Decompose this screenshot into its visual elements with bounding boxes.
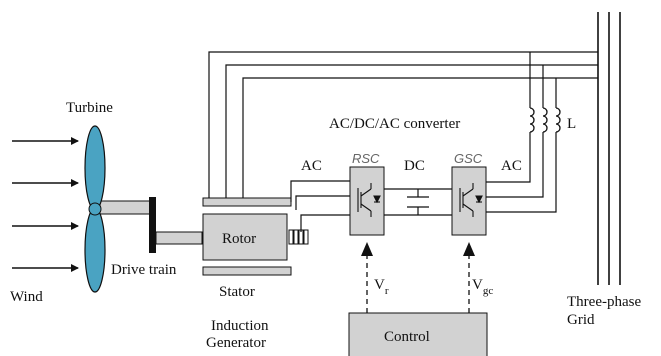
rsc-block — [349, 166, 385, 236]
gsc-label: GSC — [454, 151, 483, 166]
turbine-shaft — [99, 200, 151, 215]
stator-grid-lines — [208, 51, 598, 198]
stator-label: Stator — [219, 284, 255, 300]
three-phase-label: Three-phase — [567, 294, 641, 310]
gearbox-plate — [149, 197, 156, 253]
ac-left-label: AC — [301, 158, 322, 174]
generator-label: Generator — [206, 335, 266, 351]
control-label: Control — [384, 329, 430, 345]
turbine-blade-upper — [84, 125, 106, 211]
turbine-blade-lower — [84, 207, 106, 293]
gsc-grid-lines — [486, 52, 557, 213]
vr-label: Vr — [374, 277, 389, 297]
turbine-hub — [88, 202, 102, 216]
control-block — [348, 312, 488, 356]
turbine-label: Turbine — [66, 100, 113, 116]
stator-top — [202, 197, 292, 207]
vgc-label: Vgc — [472, 277, 493, 297]
vgc-arrowhead — [463, 242, 475, 256]
control-signals — [366, 254, 470, 313]
dc-link — [384, 188, 452, 216]
grid-bus — [597, 12, 621, 285]
induction-label: Induction — [211, 318, 269, 334]
rsc-igbt-icon — [357, 183, 381, 217]
rotor-rsc-lines — [290, 180, 350, 232]
wind-label: Wind — [10, 289, 43, 305]
rsc-label: RSC — [352, 151, 380, 166]
drive-train-label: Drive train — [111, 262, 177, 278]
vr-arrowhead — [361, 242, 373, 256]
converter-label: AC/DC/AC converter — [329, 116, 460, 132]
grid-label: Grid — [567, 312, 595, 328]
wind-arrows — [12, 137, 79, 272]
slip-rings — [288, 229, 309, 245]
dc-label: DC — [404, 158, 425, 174]
rotor-block — [202, 213, 288, 261]
inductor-coils — [529, 107, 561, 133]
gsc-block — [451, 166, 487, 236]
ac-right-label: AC — [501, 158, 522, 174]
inductor-label: L — [567, 116, 576, 132]
rotor-label: Rotor — [222, 231, 256, 247]
stator-bottom — [202, 266, 292, 276]
generator-shaft — [155, 231, 203, 245]
gsc-igbt-icon — [459, 183, 483, 217]
